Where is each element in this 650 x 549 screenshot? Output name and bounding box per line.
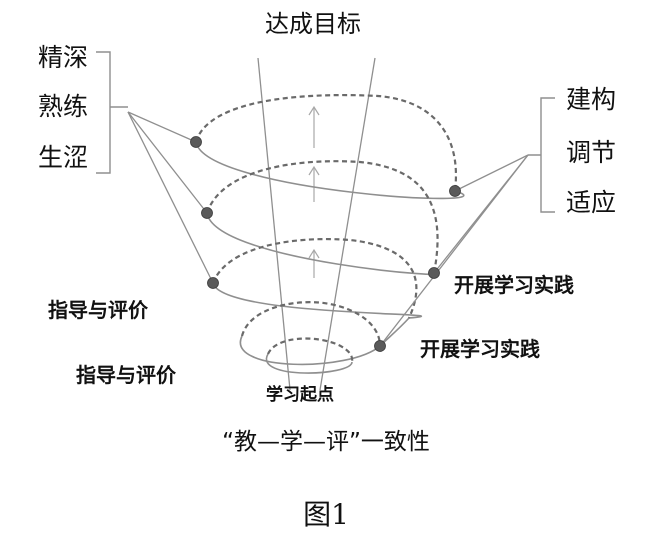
diagram-caption: “教—学—评”一致性 (222, 429, 430, 455)
diagram-title: 达成目标 (265, 10, 361, 38)
upward-arrow-bottom (308, 248, 320, 278)
spiral-back-3 (211, 237, 418, 319)
funnel-left-line (257, 57, 291, 391)
spiral-front-3 (212, 282, 422, 319)
right-connector-upper (454, 154, 529, 192)
right-bracket (528, 97, 555, 213)
right-stage-label-2: 调节 (566, 138, 616, 167)
left-connector-upper (127, 111, 197, 143)
stage-dot-right-3 (374, 340, 386, 352)
upward-arrow-middle (308, 165, 320, 202)
spiral-front-4 (239, 335, 381, 366)
guidance-label-upper: 指导与评价 (48, 298, 149, 322)
stage-dot-right-2 (428, 267, 440, 279)
stage-dot-left-1 (190, 136, 202, 148)
start-point-label: 学习起点 (266, 384, 334, 405)
stage-dot-left-3 (207, 277, 219, 289)
figure-label: 图1 (303, 498, 349, 531)
right-stage-label-3: 适应 (566, 188, 616, 217)
practice-label-lower: 开展学习实践 (420, 337, 540, 361)
spiral-back-1 (194, 93, 458, 192)
spiral-lower-link (379, 317, 410, 347)
spiral-front-1 (195, 141, 465, 200)
right-stage-label-1: 建构 (566, 85, 616, 114)
left-connector-lower (127, 111, 214, 284)
spiral-front-2 (206, 212, 439, 276)
upward-arrow-top (308, 105, 320, 148)
left-bracket (96, 51, 128, 174)
stage-dot-right-1 (449, 185, 461, 197)
stage-dot-left-2 (201, 207, 213, 219)
guidance-label-lower: 指导与评价 (76, 363, 177, 387)
left-stage-label-1: 精深 (38, 43, 88, 72)
spiral-back-2 (205, 160, 439, 274)
right-connector-lower (379, 154, 529, 347)
practice-label-upper: 开展学习实践 (454, 273, 574, 297)
funnel-right-line (319, 57, 376, 391)
spiral-back-5 (266, 337, 354, 363)
left-stage-label-2: 熟练 (38, 92, 88, 121)
left-connector-middle (127, 111, 208, 214)
spiral-front-5 (265, 353, 353, 374)
left-stage-label-3: 生涩 (38, 143, 88, 172)
